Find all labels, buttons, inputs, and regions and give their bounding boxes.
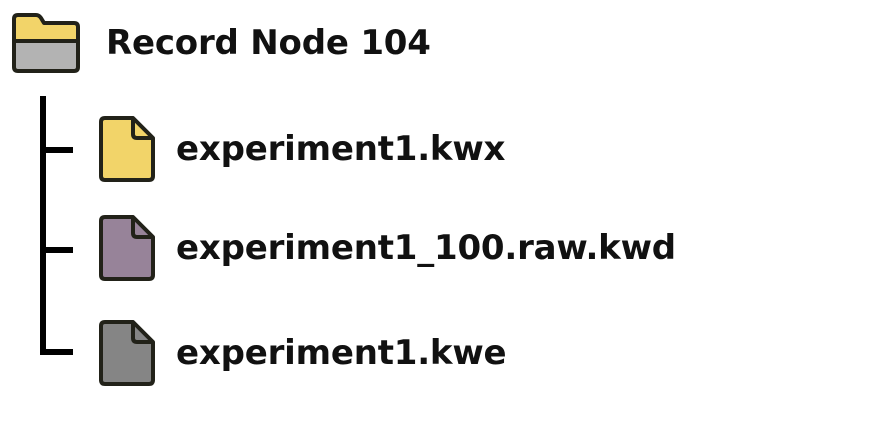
file-label: experiment1_100.raw.kwd [176, 228, 676, 268]
file-label: experiment1.kwx [176, 129, 506, 169]
root-folder-label: Record Node 104 [106, 23, 431, 63]
file-icon [99, 116, 155, 182]
tree-file-item[interactable]: experiment1_100.raw.kwd [97, 213, 676, 283]
file-icon [99, 215, 155, 281]
tree-root-node[interactable]: Record Node 104 [10, 10, 431, 76]
file-label: experiment1.kwe [176, 333, 507, 373]
file-icon [99, 320, 155, 386]
folder-tab [12, 13, 80, 43]
tree-file-item[interactable]: experiment1.kwe [97, 318, 507, 388]
folder-icon [12, 13, 80, 73]
folder-body [12, 39, 80, 73]
tree-file-item[interactable]: experiment1.kwx [97, 114, 505, 184]
